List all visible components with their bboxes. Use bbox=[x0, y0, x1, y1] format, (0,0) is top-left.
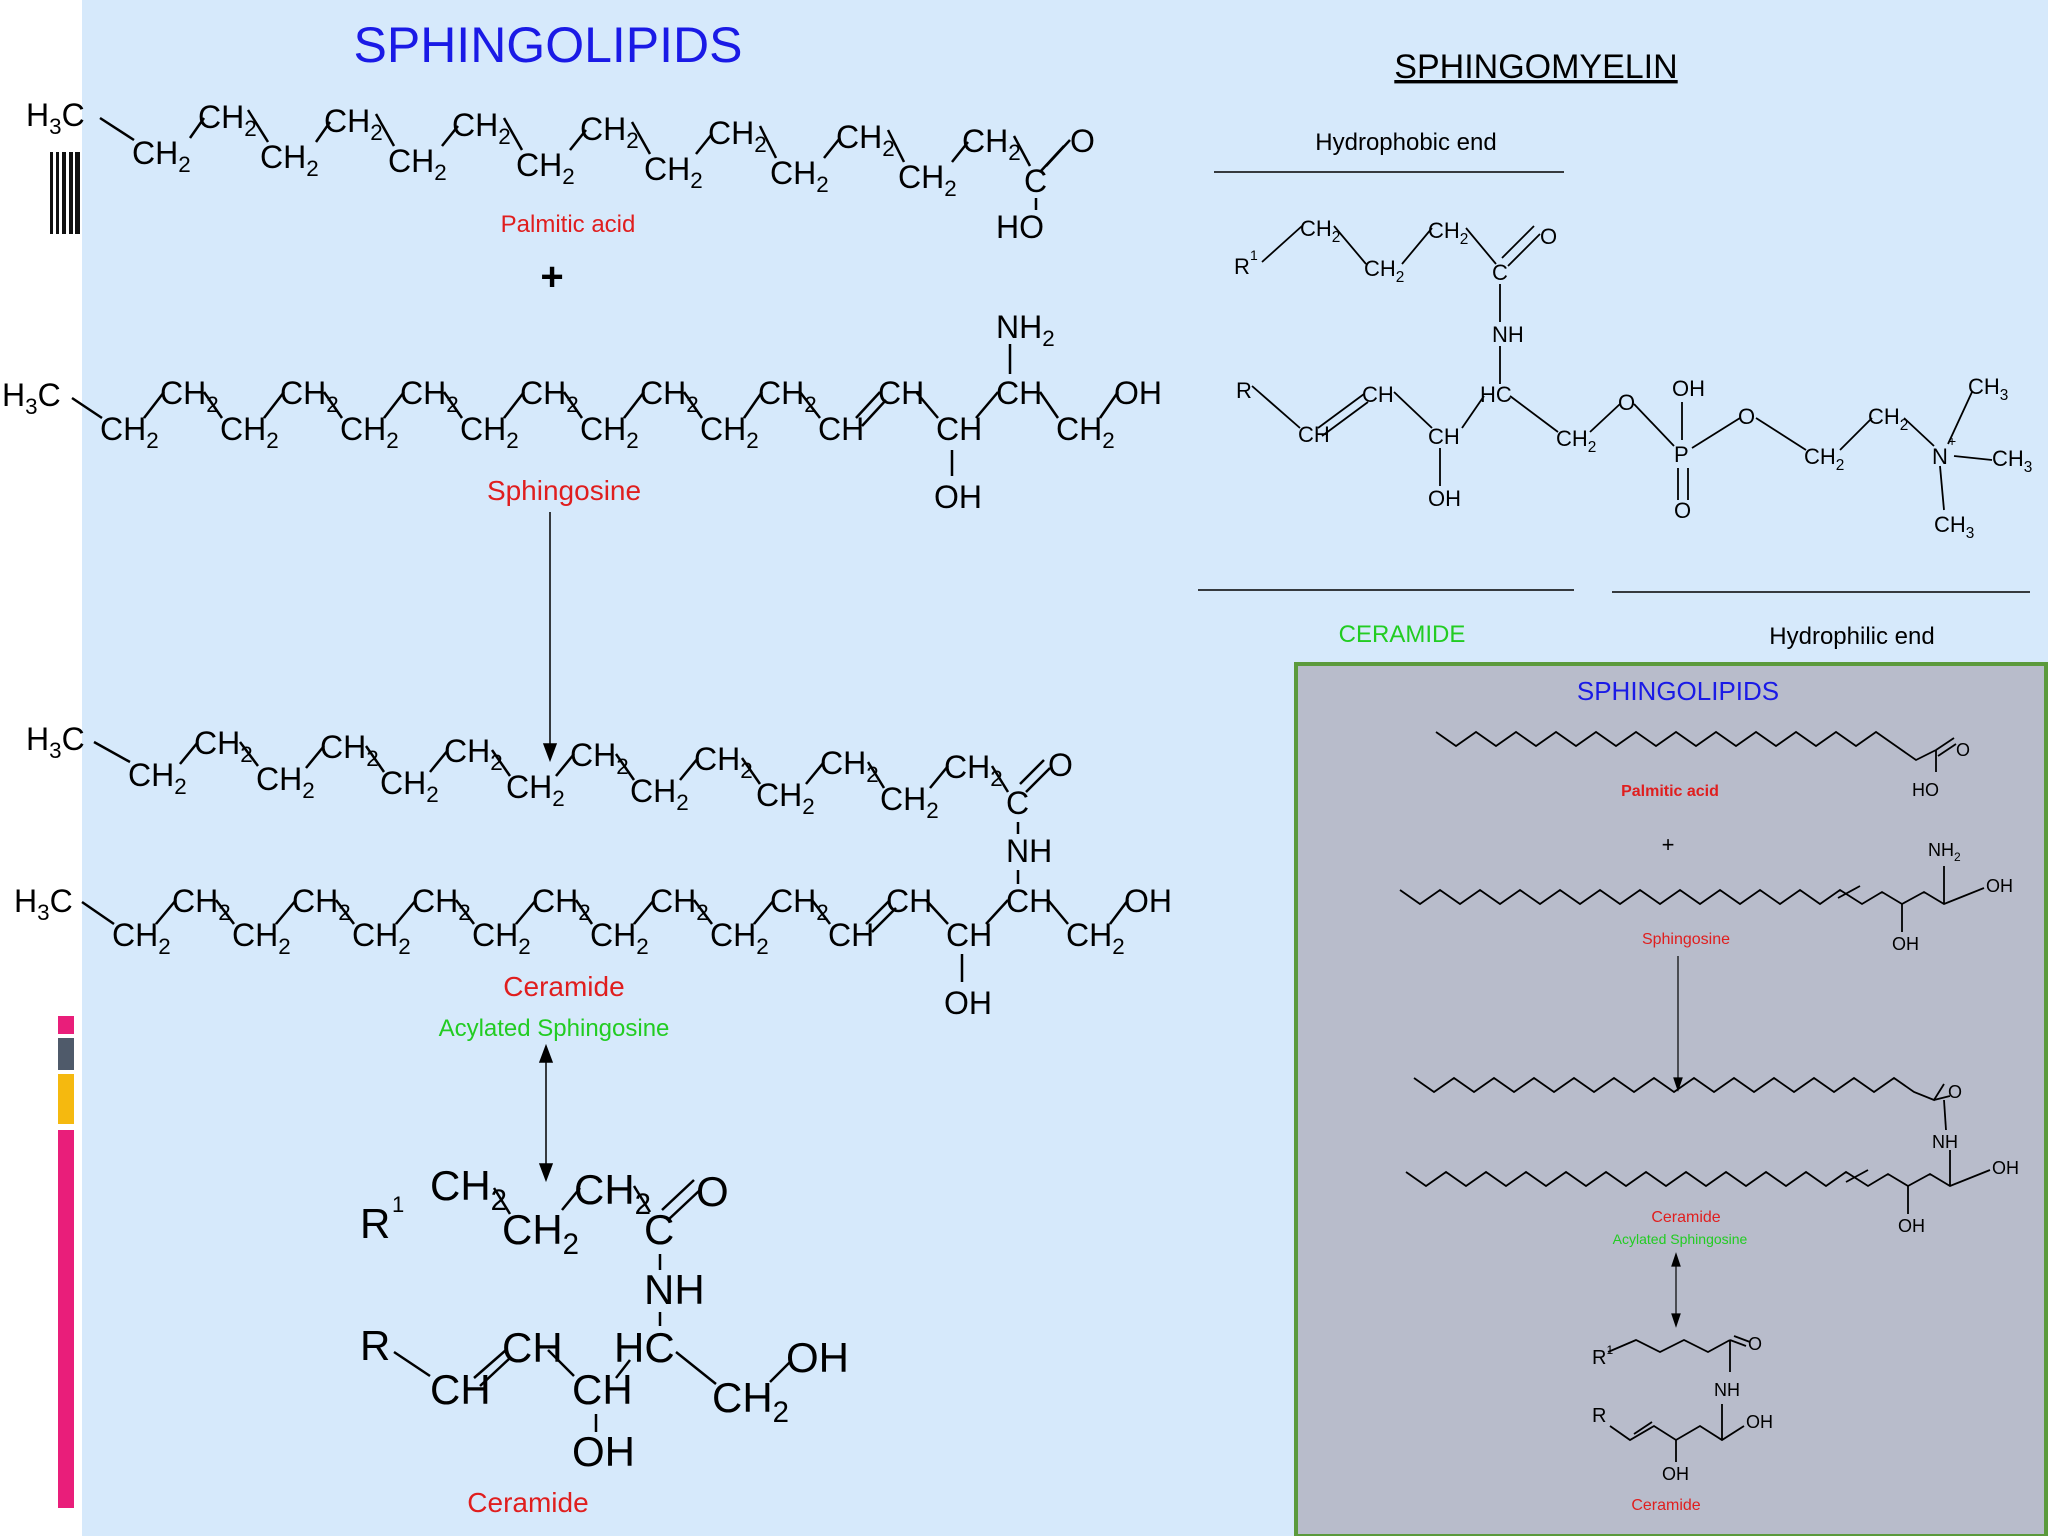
inset-short-ceramide-skeleton bbox=[1607, 1335, 1751, 1462]
inset-title: SPHINGOLIPIDS bbox=[1577, 676, 1779, 706]
svg-text:CH2: CH2 bbox=[460, 411, 519, 453]
ceramide-label: Ceramide bbox=[503, 971, 624, 1002]
svg-text:HC: HC bbox=[1480, 382, 1512, 407]
inset-ceramide-oh-2: OH bbox=[1898, 1216, 1925, 1236]
inset-ceramide-skeleton bbox=[1405, 1076, 1991, 1214]
sphingosine-structure: H3C CH2 CH2 CH2 CH2 CH2 CH2 CH2 CH2 CH2 … bbox=[2, 309, 1162, 515]
inset-ceramide-bottom-label: Ceramide bbox=[1631, 1497, 1700, 1514]
svg-text:C: C bbox=[1492, 260, 1508, 285]
svg-text:CH: CH bbox=[502, 1324, 563, 1371]
barcode-decoration bbox=[50, 152, 80, 234]
inset-arrow-down bbox=[1673, 956, 1683, 1092]
inset-sphingosine-label: Sphingosine bbox=[1642, 931, 1730, 948]
svg-text:HC: HC bbox=[614, 1324, 675, 1371]
inset-ceramide-label: Ceramide bbox=[1651, 1209, 1720, 1226]
svg-text:O: O bbox=[1540, 224, 1557, 249]
svg-text:R: R bbox=[360, 1200, 390, 1247]
inset-oh-2: OH bbox=[1892, 934, 1919, 954]
svg-text:R: R bbox=[360, 1322, 390, 1369]
svg-text:CH2: CH2 bbox=[516, 147, 575, 189]
svg-text:NH: NH bbox=[1492, 322, 1524, 347]
svg-text:OH: OH bbox=[934, 479, 982, 515]
svg-text:OH: OH bbox=[944, 985, 992, 1021]
svg-text:O: O bbox=[696, 1168, 729, 1215]
svg-text:NH: NH bbox=[644, 1266, 705, 1313]
inset-short-nh: NH bbox=[1714, 1380, 1740, 1400]
inset-r: R bbox=[1592, 1405, 1606, 1427]
svg-text:N: N bbox=[1932, 444, 1948, 469]
palmitic-acid-label: Palmitic acid bbox=[501, 211, 636, 238]
svg-text:O: O bbox=[1674, 498, 1691, 523]
ceramide-region-label: CERAMIDE bbox=[1339, 621, 1466, 648]
inset-ho: HO bbox=[1912, 780, 1939, 800]
inset-palmitic-label: Palmitic acid bbox=[1621, 783, 1719, 800]
inset-short-oh-1: OH bbox=[1746, 1412, 1773, 1432]
reaction-arrow-down bbox=[542, 512, 558, 763]
color-bar-decoration bbox=[58, 1016, 74, 1508]
svg-text:CH2: CH2 bbox=[836, 119, 895, 161]
inset-sphingosine-skeleton bbox=[1399, 866, 1985, 932]
svg-text:OH: OH bbox=[1428, 486, 1461, 511]
inset-acylated-label: Acylated Sphingosine bbox=[1613, 1231, 1748, 1247]
svg-text:OH: OH bbox=[786, 1334, 849, 1381]
svg-text:R: R bbox=[1234, 254, 1250, 279]
ceramide-short-structure: R 1 CH2 CH2 CH2 C O NH R CH CH CH HC CH2… bbox=[360, 1162, 849, 1475]
sphingomyelin-title: SPHINGOMYELIN bbox=[1394, 48, 1677, 86]
svg-text:CH2: CH2 bbox=[232, 917, 291, 959]
svg-text:CH: CH bbox=[1006, 883, 1052, 919]
svg-text:CH: CH bbox=[996, 375, 1042, 411]
svg-text:1: 1 bbox=[392, 1192, 404, 1217]
svg-text:CH2: CH2 bbox=[198, 99, 257, 141]
inset-double-arrow bbox=[1671, 1252, 1681, 1328]
svg-text:P: P bbox=[1674, 442, 1689, 467]
ceramide-short-label: Ceramide bbox=[467, 1487, 588, 1518]
svg-text:OH: OH bbox=[572, 1428, 635, 1475]
svg-text:R: R bbox=[1236, 378, 1252, 403]
svg-text:O: O bbox=[1070, 123, 1095, 159]
svg-text:OH: OH bbox=[1114, 375, 1162, 411]
svg-text:CH: CH bbox=[1428, 424, 1460, 449]
svg-text:1: 1 bbox=[1250, 247, 1258, 263]
svg-text:CH: CH bbox=[572, 1366, 633, 1413]
sphingolipids-inset: SPHINGOLIPIDS O HO Palmitic acid + NH2 O… bbox=[1294, 662, 2048, 1536]
inset-oh-1: OH bbox=[1986, 876, 2013, 896]
svg-text:NH: NH bbox=[1006, 833, 1052, 869]
double-arrow bbox=[538, 1043, 554, 1183]
inset-palmitic-skeleton bbox=[1435, 730, 1957, 772]
inset-plus-sign: + bbox=[1662, 832, 1675, 857]
inset-ceramide-nh: NH bbox=[1932, 1132, 1958, 1152]
inset-short-o: O bbox=[1748, 1334, 1762, 1354]
inset-o: O bbox=[1956, 740, 1970, 760]
svg-text:CH2: CH2 bbox=[580, 111, 639, 153]
hydrophilic-end-label: Hydrophilic end bbox=[1769, 623, 1934, 650]
svg-text:C: C bbox=[644, 1206, 674, 1253]
acylated-sphingosine-label: Acylated Sphingosine bbox=[439, 1015, 670, 1042]
svg-text:O: O bbox=[1618, 390, 1635, 415]
page-title: SPHINGOLIPIDS bbox=[354, 17, 743, 73]
svg-text:HO: HO bbox=[996, 209, 1044, 245]
svg-text:CH: CH bbox=[936, 411, 982, 447]
svg-text:CH2: CH2 bbox=[1056, 411, 1115, 453]
inset-ceramide-oh-1: OH bbox=[1992, 1158, 2019, 1178]
palmitic-acid-structure: H3C CH2 CH2 CH2 CH2 CH2 CH2 CH2 CH2 CH2 … bbox=[26, 97, 1095, 245]
svg-text:CH: CH bbox=[886, 883, 932, 919]
svg-text:O: O bbox=[1048, 747, 1073, 783]
svg-text:CH: CH bbox=[430, 1366, 491, 1413]
hydrophobic-end-label: Hydrophobic end bbox=[1315, 129, 1496, 156]
svg-text:C: C bbox=[1006, 785, 1029, 821]
inset-ceramide-o: O bbox=[1948, 1082, 1962, 1102]
svg-text:O: O bbox=[1738, 404, 1755, 429]
svg-text:+: + bbox=[1948, 433, 1956, 449]
inset-short-oh-2: OH bbox=[1662, 1464, 1689, 1484]
svg-text:CH: CH bbox=[946, 917, 992, 953]
svg-text:OH: OH bbox=[1672, 376, 1705, 401]
svg-text:OH: OH bbox=[1124, 883, 1172, 919]
sphingosine-label: Sphingosine bbox=[487, 475, 641, 506]
plus-sign: + bbox=[540, 255, 563, 299]
